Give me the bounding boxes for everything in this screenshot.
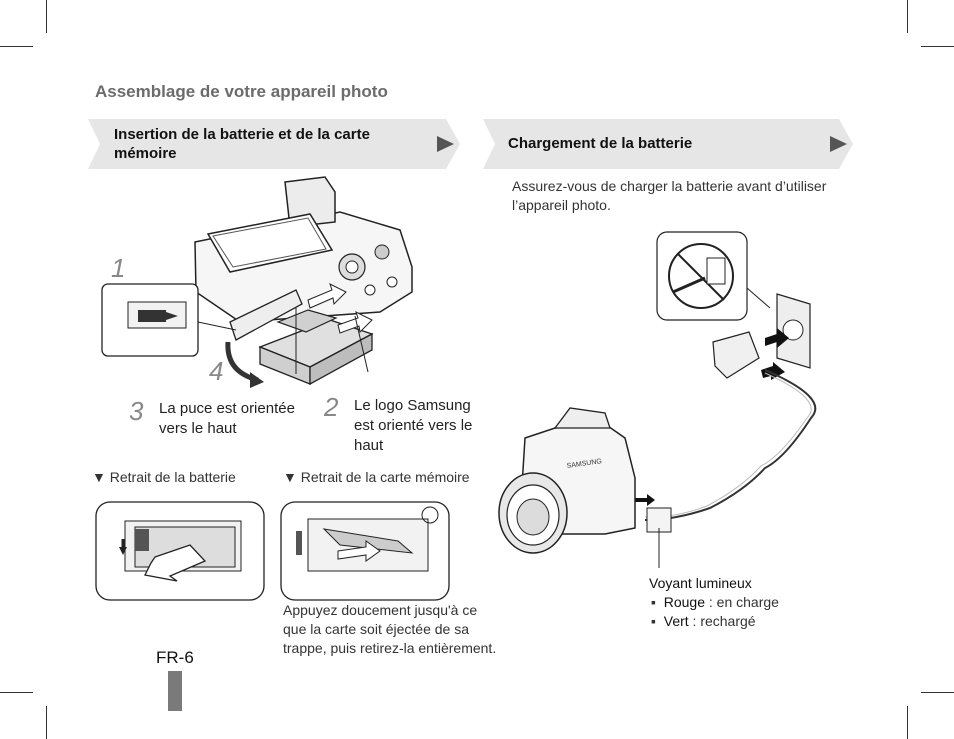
banner-shape bbox=[88, 119, 460, 169]
indicator-legend: ▪ Rouge : en charge ▪ Vert : rechargé bbox=[651, 593, 779, 631]
crop-mark bbox=[907, 706, 908, 739]
legend-color-green: Vert bbox=[663, 613, 689, 629]
step-number: 2 bbox=[324, 392, 339, 422]
step-number: 1 bbox=[111, 253, 126, 283]
right-banner: Chargement de la batterie bbox=[483, 119, 853, 169]
legend-color-red: Rouge bbox=[663, 594, 706, 610]
crop-mark bbox=[46, 0, 47, 33]
legend-text: : en charge bbox=[705, 594, 779, 610]
card-removal-label: ▼ Retrait de la carte mémoire bbox=[283, 469, 470, 485]
page-number: FR-6 bbox=[156, 648, 194, 667]
crop-mark bbox=[921, 46, 954, 47]
charging-intro: Assurez-vous de charger la batterie avan… bbox=[512, 178, 827, 213]
step-number: 3 bbox=[129, 396, 144, 426]
legend-item: ▪ Vert : rechargé bbox=[651, 613, 756, 629]
legend-text: : rechargé bbox=[688, 613, 756, 629]
crop-mark bbox=[0, 692, 33, 693]
camera-insertion-illustration bbox=[101, 176, 413, 388]
legend-item: ▪ Rouge : en charge bbox=[651, 594, 779, 610]
logo-caption: Le logo Samsung est orienté vers le haut bbox=[354, 397, 473, 454]
crop-mark bbox=[0, 46, 33, 47]
charging-illustration: SAMSUNG bbox=[498, 231, 817, 568]
crop-mark bbox=[46, 706, 47, 739]
card-removal-illustration bbox=[280, 501, 450, 601]
right-banner-title: Chargement de la batterie bbox=[508, 135, 693, 152]
battery-removal-illustration bbox=[95, 501, 265, 601]
page-tab-marker bbox=[168, 671, 182, 711]
crop-mark bbox=[921, 692, 954, 693]
camera-brand-text: SAMSUNG bbox=[566, 458, 602, 470]
step-number: 4 bbox=[209, 356, 224, 386]
battery-removal-label: ▼ Retrait de la batterie bbox=[92, 469, 236, 485]
indicator-title: Voyant lumineux bbox=[649, 575, 752, 591]
chip-caption: La puce est orientée vers le haut bbox=[159, 400, 295, 437]
crop-mark bbox=[907, 0, 908, 33]
left-banner: Insertion de la batterie et de la carte … bbox=[88, 119, 460, 169]
card-removal-note: Appuyez doucement jusqu'à ce que la cart… bbox=[283, 602, 497, 656]
left-banner-title: Insertion de la batterie et de la carte … bbox=[114, 126, 370, 162]
section-title: Assemblage de votre appareil photo bbox=[95, 82, 388, 101]
banner-shape bbox=[483, 119, 853, 169]
